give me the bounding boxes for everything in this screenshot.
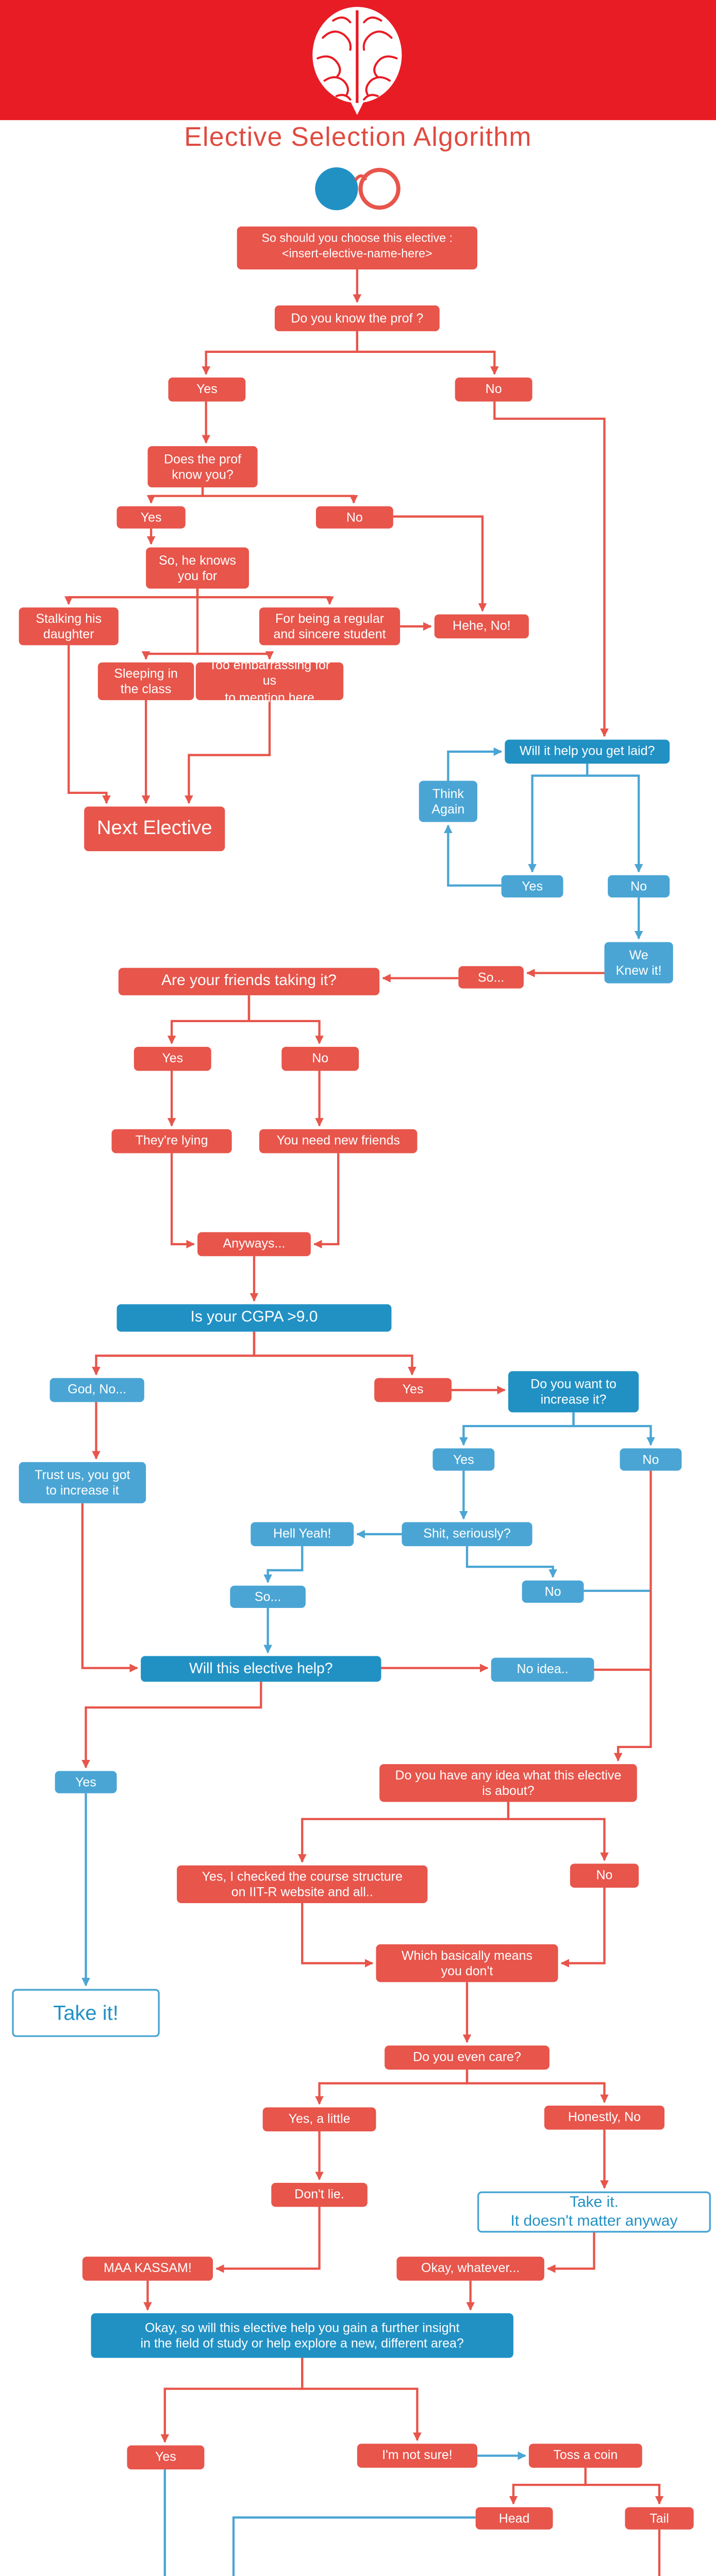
node-not-sure: I'm not sure! [357, 2444, 477, 2468]
node-will-help-yes: Yes [55, 1771, 117, 1793]
node-knows-you-for: So, he knows you for [146, 547, 249, 589]
node-we-knew-it: We Knew it! [604, 942, 673, 984]
node-hehe-no: Hehe, No! [434, 614, 529, 639]
node-head: Head [475, 2507, 553, 2530]
node-shit-seriously: Shit, seriously? [402, 1522, 532, 1547]
node-toss-coin: Toss a coin [528, 2444, 642, 2468]
node-take-it-1: Take it! [12, 1989, 160, 2037]
node-intro: So should you choose this elective : <in… [237, 226, 477, 269]
node-friends-taking: Are your friends taking it? [118, 968, 380, 995]
node-increase-it: Do you want to increase it? [508, 1371, 639, 1413]
node-big-question: Okay, so will this elective help you gai… [91, 2313, 513, 2358]
node-dont-lie: Don't lie. [271, 2182, 368, 2207]
node-no-idea: No idea.. [491, 1657, 594, 1682]
node-god-no: God, No... [49, 1378, 144, 1402]
node-shit-no: No [522, 1580, 584, 1603]
page-title: Elective Selection Algorithm [184, 123, 532, 153]
node-okay-whatever: Okay, whatever... [396, 2257, 544, 2281]
node-trust-us: Trust us, you got to increase it [19, 1462, 146, 1503]
node-big-yes: Yes [127, 2445, 205, 2470]
node-know-prof-yes: Yes [168, 377, 246, 402]
node-take-it-matter: Take it. It doesn't matter anyway [477, 2191, 711, 2233]
node-so-2: So... [230, 1585, 306, 1608]
node-friends-no: No [281, 1046, 359, 1071]
node-embarrassing: Too embarrassing for us to mention here [195, 657, 344, 705]
node-prof-know-you-yes: Yes [116, 506, 186, 529]
node-know-prof: Do you know the prof ? [274, 305, 440, 331]
node-next-elective-1: Next Elective [84, 806, 225, 852]
node-any-idea: Do you have any idea what this elective … [379, 1764, 637, 1802]
node-need-new-friends: You need new friends [259, 1129, 418, 1154]
node-regular-student: For being a regular and sincere student [259, 607, 401, 646]
node-increase-yes: Yes [432, 1448, 495, 1471]
glasses-icon [315, 167, 401, 211]
node-even-care: Do you even care? [385, 2045, 550, 2070]
node-care-little: Yes, a little [262, 2107, 376, 2131]
node-cgpa-yes: Yes [374, 1378, 452, 1402]
node-means-you-dont: Which basically means you don't [376, 1944, 558, 1982]
node-get-laid: Will it help you get laid? [505, 739, 670, 764]
node-theyre-lying: They're lying [111, 1129, 232, 1154]
node-care-no: Honestly, No [544, 2106, 665, 2130]
node-sleeping: Sleeping in the class [97, 662, 194, 701]
node-prof-know-you: Does the prof know you? [147, 446, 258, 487]
node-so-1: So... [458, 966, 524, 989]
node-will-help: Will this elective help? [141, 1656, 381, 1682]
brain-icon [312, 7, 402, 115]
node-increase-no: No [620, 1448, 682, 1471]
node-maa-kassam: MAA KASSAM! [82, 2257, 213, 2281]
node-any-idea-no: No [570, 1863, 639, 1888]
node-cgpa: Is your CGPA >9.0 [116, 1304, 392, 1332]
node-hell-yeah: Hell Yeah! [251, 1522, 354, 1547]
node-prof-know-you-no: No [315, 506, 393, 529]
node-laid-yes: Yes [501, 875, 563, 898]
node-friends-yes: Yes [134, 1046, 211, 1071]
node-checked-course: Yes, I checked the course structure on I… [177, 1865, 428, 1903]
node-think-again: Think Again [419, 781, 477, 822]
node-know-prof-no: No [455, 377, 532, 402]
header-band [0, 0, 716, 121]
node-anyways: Anyways... [197, 1232, 311, 1257]
node-tail: Tail [625, 2507, 694, 2530]
node-stalking: Stalking his daughter [19, 607, 119, 646]
node-laid-no: No [608, 875, 670, 898]
